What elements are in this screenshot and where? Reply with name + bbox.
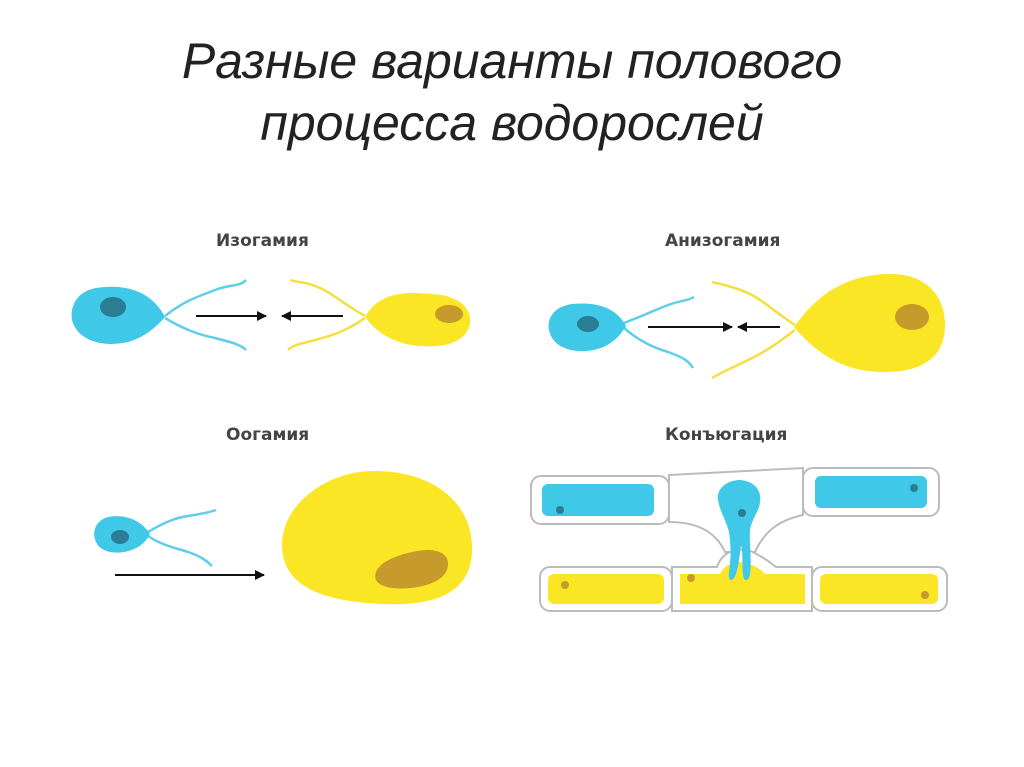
- isogamy-yellow-flagellum-1: [289, 278, 366, 318]
- anisogamy-blue-nucleus: [577, 316, 599, 332]
- conjugation-top-nucleus-1: [556, 506, 564, 514]
- isogamy-panel: [71, 278, 471, 351]
- anisogamy-blue-flagellum-1: [623, 295, 695, 325]
- anisogamy-yellow-gamete: [794, 273, 945, 372]
- anisogamy-blue-flagellum-2: [623, 327, 695, 369]
- isogamy-blue-flagellum-2: [164, 316, 247, 351]
- conjugation-migrating-nucleus: [738, 509, 746, 517]
- oogamy-sperm-flagellum-2: [147, 534, 213, 567]
- anisogamy-yellow-flagellum-2: [711, 328, 796, 380]
- oogamy-sperm-nucleus: [111, 530, 129, 544]
- conjugation-top-nucleus-3: [910, 484, 918, 492]
- conjugation-top-chloroplast-1: [542, 484, 654, 516]
- conjugation-bottom-nucleus-1: [561, 581, 569, 589]
- conjugation-bottom-nucleus-3: [921, 591, 929, 599]
- conjugation-top-chloroplast-3: [815, 476, 927, 508]
- conjugation-panel: [530, 466, 948, 612]
- anisogamy-panel: [548, 273, 945, 380]
- oogamy-panel: [94, 470, 473, 605]
- label-anisogamy: Анизогамия: [665, 231, 781, 251]
- isogamy-blue-flagellum-1: [164, 279, 247, 317]
- conjugation-migrating-protoplast: [717, 480, 761, 581]
- label-oogamy: Оогамия: [226, 425, 310, 445]
- title-line-2: процесса водорослей: [260, 95, 764, 151]
- oogamy-egg-nucleus: [375, 549, 449, 589]
- conjugation-bottom-nucleus-2: [687, 574, 695, 582]
- label-isogamy: Изогамия: [216, 231, 309, 251]
- conjugation-bottom-chloroplast-2: [680, 562, 805, 604]
- conjugation-bottom-chloroplast-1: [548, 574, 664, 604]
- isogamy-yellow-nucleus: [435, 305, 463, 323]
- title-line-1: Разные варианты полового: [181, 33, 843, 89]
- label-conjugation: Конъюгация: [665, 425, 788, 445]
- conjugation-bottom-chloroplast-3: [820, 574, 938, 604]
- isogamy-blue-nucleus: [100, 297, 126, 317]
- anisogamy-yellow-flagellum-1: [711, 280, 796, 327]
- anisogamy-yellow-nucleus: [895, 304, 929, 330]
- oogamy-sperm-flagellum-1: [147, 508, 217, 534]
- oogamy-egg-cell: [282, 470, 473, 605]
- slide-title: Разные варианты полового процесса водоро…: [0, 30, 1024, 154]
- isogamy-yellow-flagellum-2: [287, 316, 366, 351]
